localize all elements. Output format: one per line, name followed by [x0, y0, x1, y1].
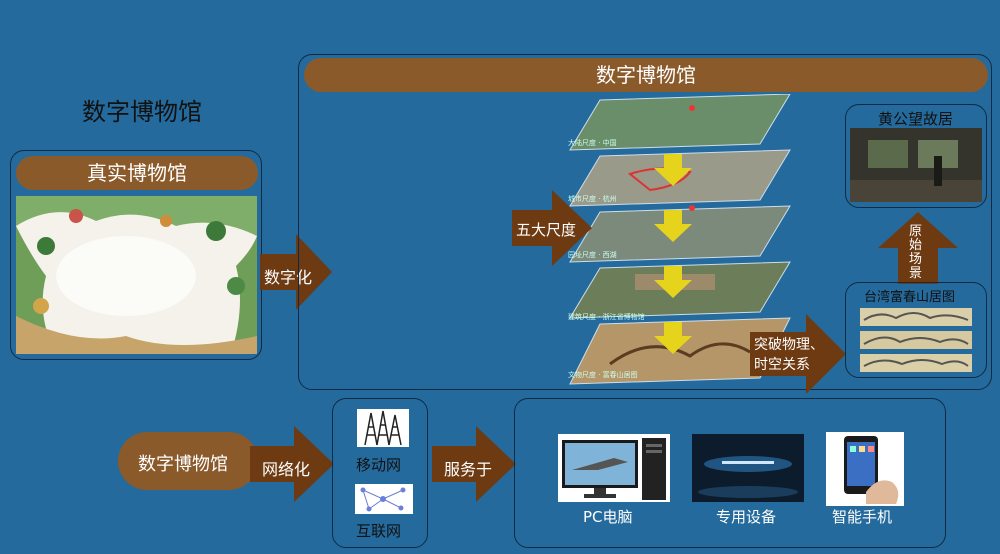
original-scene-char-1: 原 — [909, 224, 923, 239]
page-title: 数字博物馆 — [82, 98, 202, 126]
serve-label: 服务于 — [444, 460, 493, 479]
painting-title: 台湾富春山居图 — [864, 290, 956, 305]
digitize-label: 数字化 — [264, 268, 313, 287]
original-scene-arrow — [878, 212, 958, 284]
scale-tag-4: 建筑尺度 · 浙江省博物馆 — [568, 313, 645, 321]
bottom-museum-node — [118, 432, 258, 490]
network-arrow — [250, 426, 334, 502]
former-residence-title: 黄公望故居 — [878, 110, 954, 128]
five-scales-arrow — [512, 190, 592, 266]
mobile-network-label: 移动网 — [356, 456, 402, 474]
painting-image — [860, 306, 972, 374]
digitize-arrow — [260, 234, 332, 310]
former-residence-panel — [845, 104, 987, 208]
original-scene-char-4: 景 — [909, 266, 923, 281]
breakthrough-arrow — [750, 314, 846, 394]
breakthrough-label-1: 突破物理、 — [754, 337, 824, 353]
network-types-panel — [332, 398, 428, 548]
real-museum-label: 真实博物馆 — [16, 156, 258, 190]
scale-tag-3: 园址尺度 · 西湖 — [568, 251, 617, 259]
tower-icon — [357, 409, 409, 447]
scale-tag-2: 城市尺度 · 杭州 — [568, 195, 617, 203]
device-label-dedicated: 专用设备 — [716, 508, 777, 526]
original-scene-char-2: 始 — [909, 238, 923, 253]
smartphone-image — [826, 432, 904, 506]
west-lake-map-image — [16, 196, 257, 354]
pc-computer-image — [558, 434, 670, 502]
scale-layer-stack: 大陆尺度 · 中国 城市尺度 · 杭州 园址尺度 · 西湖 建筑尺度 · 浙江省… — [560, 93, 800, 388]
network-label: 网络化 — [262, 460, 311, 479]
digital-museum-header: 数字博物馆 — [304, 58, 988, 92]
five-scales-label: 五大尺度 — [516, 221, 577, 239]
internet-network-icon — [355, 484, 413, 514]
devices-panel — [514, 398, 946, 548]
serve-arrow — [432, 426, 516, 502]
former-residence-photo — [850, 128, 982, 202]
device-label-pc: PC电脑 — [583, 508, 633, 526]
digital-museum-panel — [298, 54, 992, 390]
scale-tag-1: 大陆尺度 · 中国 — [568, 139, 617, 147]
scale-tag-5: 文物尺度 · 富春山居图 — [568, 371, 638, 379]
original-scene-char-3: 场 — [909, 252, 923, 267]
painting-panel — [845, 282, 987, 378]
dedicated-device-image — [692, 434, 804, 502]
bottom-museum-label: 数字博物馆 — [138, 454, 228, 475]
breakthrough-label-2: 时空关系 — [754, 357, 810, 373]
internet-label: 互联网 — [356, 522, 402, 540]
device-label-phone: 智能手机 — [832, 508, 893, 526]
